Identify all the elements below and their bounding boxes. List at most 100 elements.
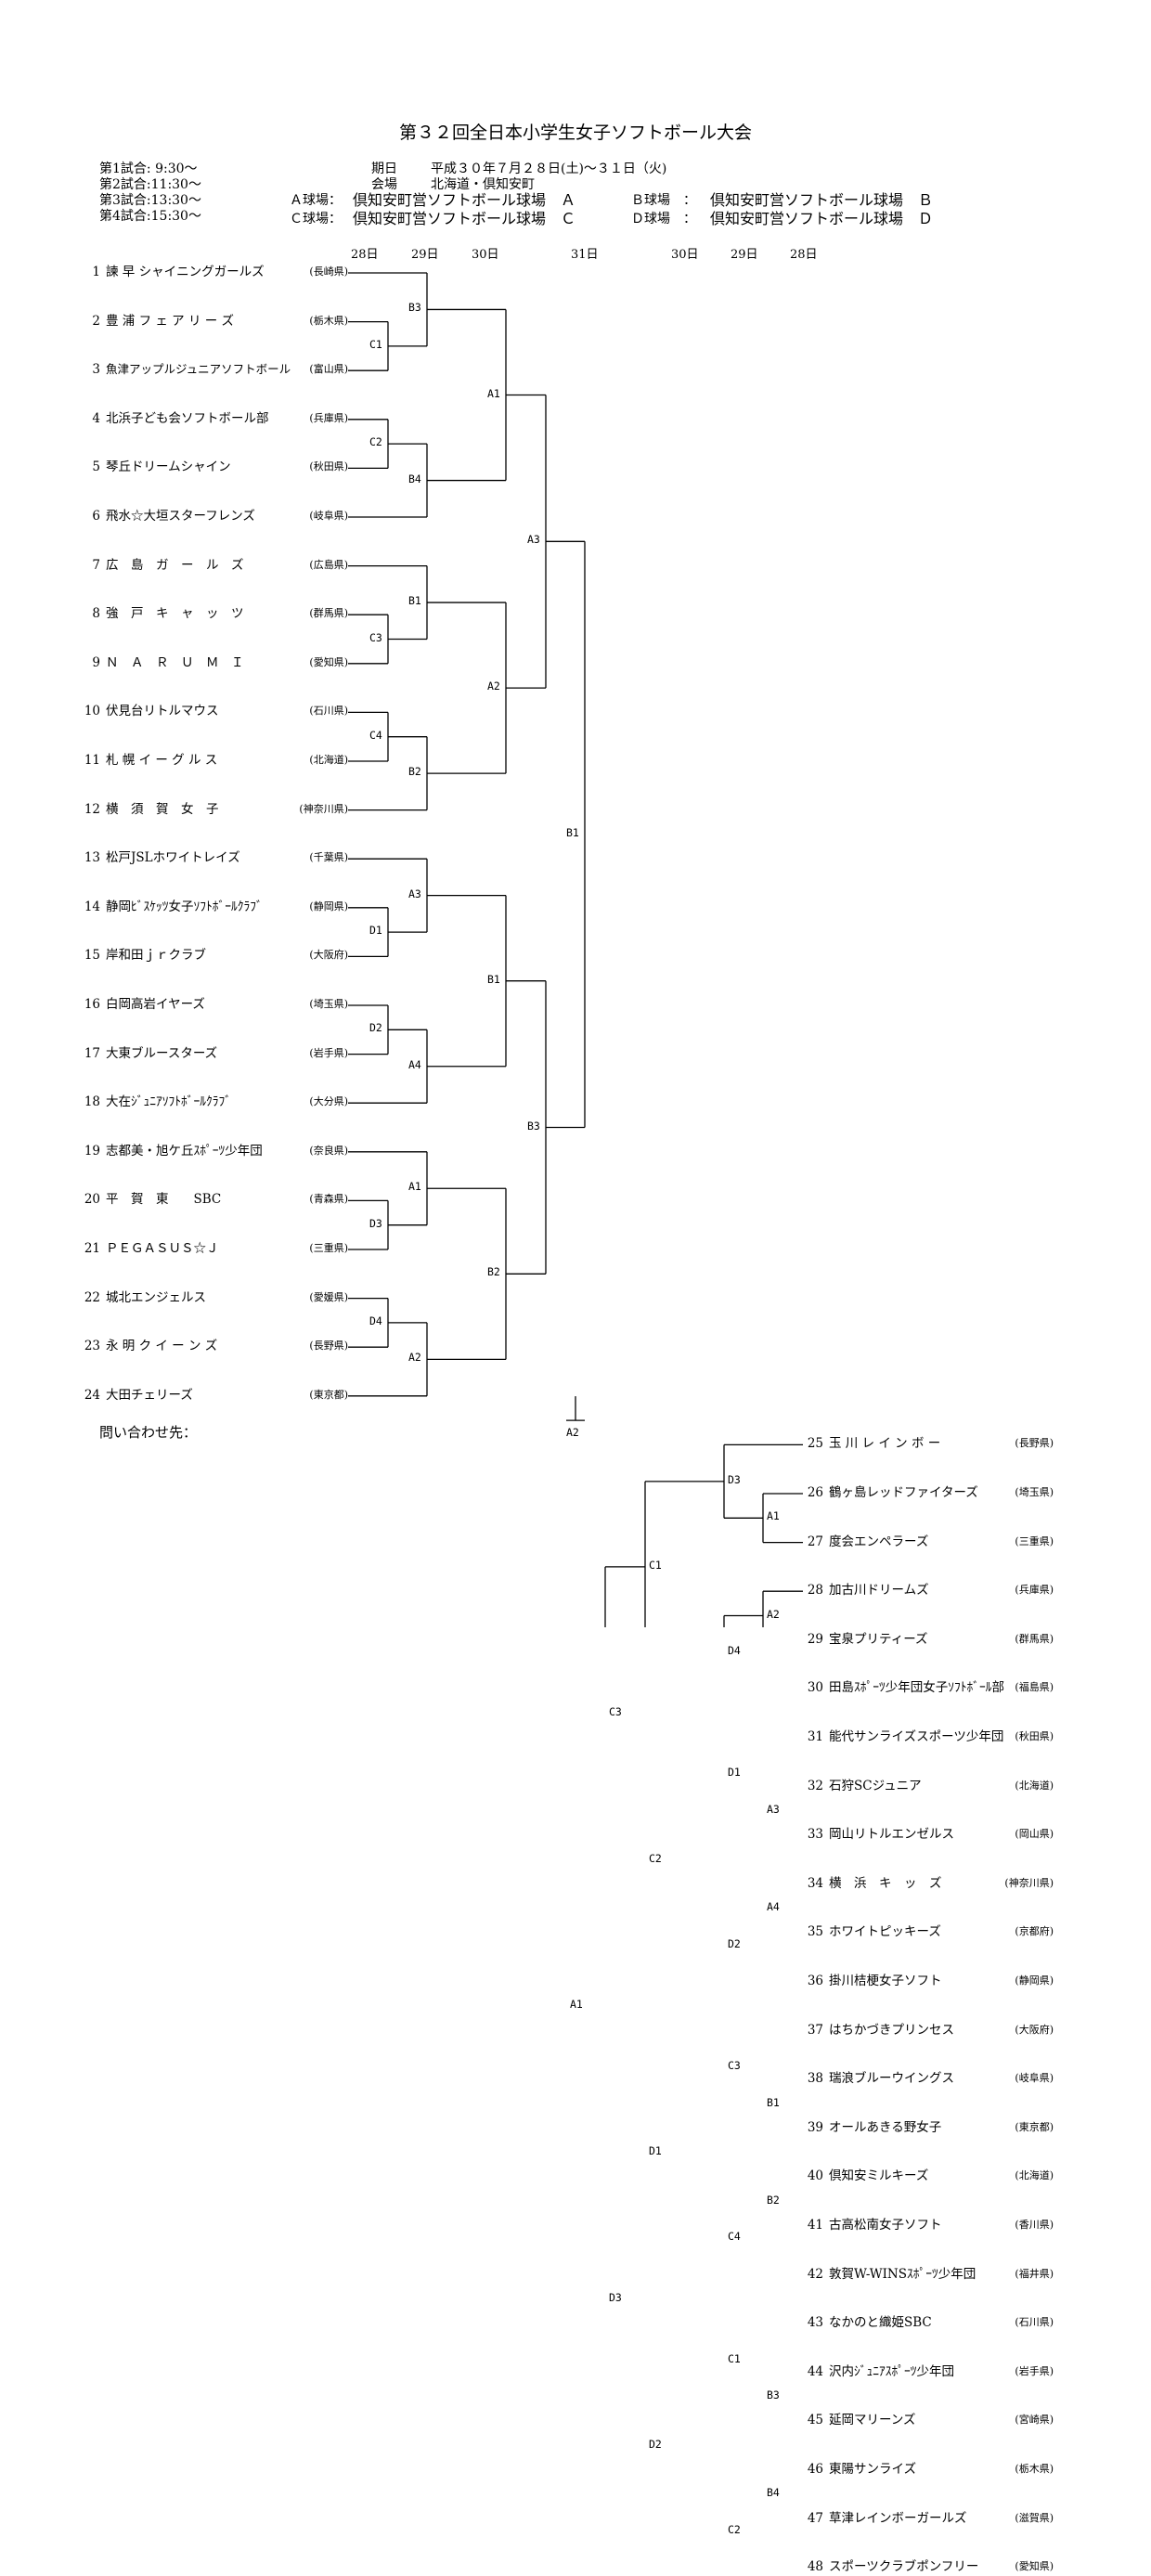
left-r3-match-label: A1	[487, 386, 500, 400]
field-b-label: Ｂ球場 ：	[631, 193, 696, 208]
team-prefecture: (神奈川県)	[1004, 1876, 1054, 1889]
day-right-28: 28日	[790, 248, 818, 262]
team-name: 瑞浪ブルーウイングス	[829, 2071, 954, 2087]
team-name: 加古川ドリームズ	[829, 1583, 929, 1599]
team-number: 27	[807, 1534, 823, 1549]
team-number: 46	[807, 2462, 823, 2477]
team-prefecture: (静岡県)	[1015, 1974, 1054, 1987]
team-prefecture: (宮崎県)	[1015, 2414, 1054, 2427]
left-r4-match-label: B3	[527, 1119, 540, 1133]
team-number: 5	[92, 460, 100, 475]
team-prefecture: (群馬県)	[309, 607, 348, 620]
field-d-name: 倶知安町営ソフトボール球場 Ｄ	[710, 210, 934, 227]
team-prefecture: (大分県)	[309, 1095, 348, 1108]
right-r2-match-label: D4	[728, 1643, 741, 1657]
field-b-name: 倶知安町営ソフトボール球場 Ｂ	[710, 191, 934, 209]
team-name: 魚津アップルジュニアソフトボール	[106, 362, 291, 377]
right-r4-match-label: C3	[609, 1704, 622, 1718]
team-number: 17	[84, 1045, 100, 1061]
team-number: 15	[84, 948, 100, 964]
team-prefecture: (栃木県)	[309, 314, 348, 327]
right-r2-match-label: D2	[728, 1936, 741, 1950]
team-number: 34	[807, 1875, 823, 1891]
team-prefecture: (長野県)	[309, 1340, 348, 1353]
team-number: 9	[92, 654, 100, 670]
team-name: 倶知安ミルキーズ	[829, 2168, 929, 2184]
team-prefecture: (愛媛県)	[309, 1290, 348, 1303]
team-number: 28	[807, 1583, 823, 1599]
team-number: 48	[807, 2559, 823, 2575]
left-r4-match-label: A3	[527, 533, 540, 547]
team-number: 38	[807, 2071, 823, 2087]
team-number: 4	[92, 410, 100, 426]
team-prefecture: (神奈川県)	[299, 802, 348, 815]
team-name: 札 幌 イ ー グ ル ス	[106, 753, 218, 768]
team-name: 古高松南女子ソフト	[829, 2218, 942, 2233]
left-r2-match-label: B3	[408, 301, 421, 315]
left-r1-match-label: D2	[369, 1021, 382, 1035]
left-r1-match-label: D3	[369, 1216, 382, 1230]
team-prefecture: (香川県)	[1015, 2219, 1054, 2231]
team-name: ＰＥＧＡＳＵＳ☆Ｊ	[106, 1241, 219, 1256]
left-r1-match-label: C3	[369, 630, 382, 644]
team-name: 白岡高岩イヤーズ	[106, 997, 205, 1012]
team-number: 29	[807, 1631, 823, 1647]
contact-label: 問い合わせ先：	[99, 1424, 198, 1441]
team-name: 飛水☆大垣スターフレンズ	[106, 509, 255, 524]
right-r2-match-label: D1	[728, 1766, 741, 1780]
team-name: 大東ブルースターズ	[106, 1045, 218, 1061]
team-prefecture: (群馬県)	[1015, 1632, 1054, 1645]
field-a-label: Ａ球場：	[290, 193, 342, 208]
team-prefecture: (岩手県)	[1015, 2364, 1054, 2377]
right-r2-match-label: C3	[728, 2059, 741, 2073]
team-number: 42	[807, 2266, 823, 2282]
team-name: 玉 川 レ イ ン ボ ー	[829, 1436, 941, 1452]
period-value: 平成３０年７月２８日(土)〜３１日（火)	[431, 162, 667, 176]
team-number: 33	[807, 1827, 823, 1843]
day-right-29: 29日	[731, 248, 758, 262]
right-r3-match-label: D2	[649, 2437, 662, 2451]
team-number: 37	[807, 2022, 823, 2038]
left-r3-match-label: B2	[487, 1265, 500, 1279]
team-name: 敦賀W-WINSｽﾎﾟｰﾂ少年団	[829, 2266, 976, 2282]
team-prefecture: (愛知県)	[309, 655, 348, 668]
team-number: 24	[84, 1387, 100, 1403]
team-name: 田島ｽﾎﾟｰﾂ少年団女子ｿﾌﾄﾎﾞｰﾙ部	[829, 1680, 1004, 1696]
team-prefecture: (滋賀県)	[1015, 2511, 1054, 2524]
schedule-3: 第3試合:13:30〜	[99, 193, 201, 208]
team-prefecture: (静岡県)	[309, 900, 348, 913]
left-r2-match-label: A1	[408, 1180, 421, 1194]
team-name: 平 賀 東 SBC	[106, 1192, 222, 1208]
team-prefecture: (石川県)	[309, 705, 348, 718]
right-r1-match-label: B2	[767, 2193, 780, 2207]
team-prefecture: (大阪府)	[309, 949, 348, 962]
team-number: 3	[92, 362, 100, 378]
day-left-28: 28日	[351, 248, 379, 262]
right-r1-match-label: A2	[767, 1607, 780, 1621]
left-semi-match-label: B1	[566, 825, 579, 839]
left-r1-match-label: D4	[369, 1314, 382, 1327]
right-r1-match-label: B1	[767, 2095, 780, 2109]
team-name: 豊 浦 フ ェ ア リ ー ズ	[106, 313, 235, 329]
